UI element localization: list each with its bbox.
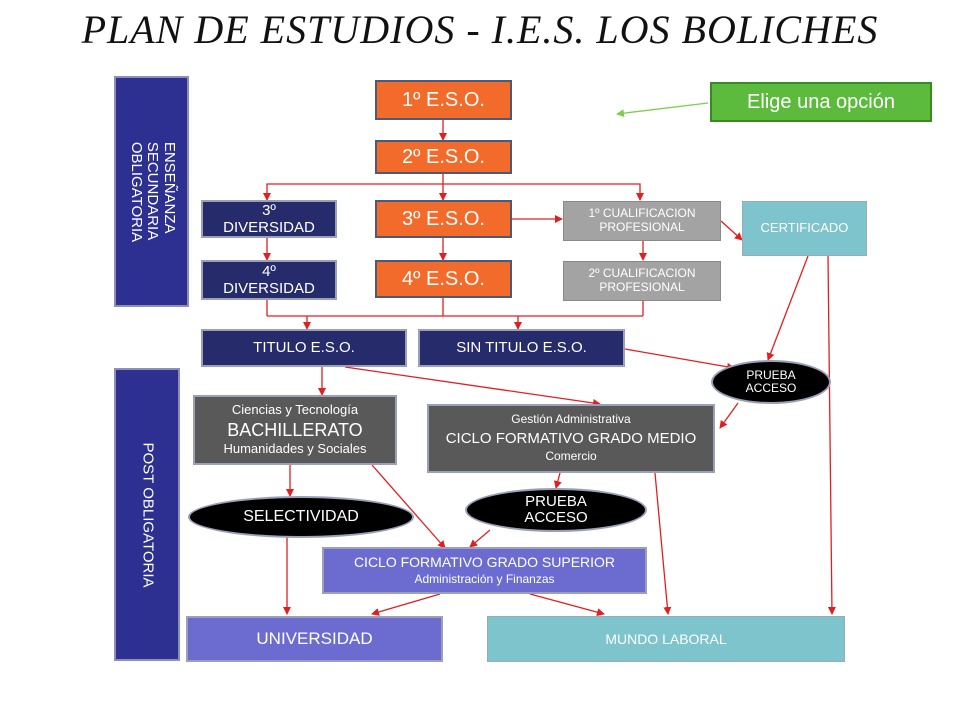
universidad-box[interactable]: UNIVERSIDAD	[186, 616, 443, 662]
diversidad-3-number: 3º	[262, 201, 276, 219]
sin-titulo-eso-label: SIN TITULO E.S.O.	[456, 339, 587, 357]
eso-3-label: 3º E.S.O.	[402, 207, 485, 230]
sidebar-label: POST OBLIGATORIA	[139, 441, 157, 588]
grado-medio-box[interactable]: Gestión Administrativa CICLO FORMATIVO G…	[427, 404, 715, 473]
bachillerato-line3: Humanidades y Sociales	[223, 441, 367, 457]
eso-4-label: 4º E.S.O.	[402, 267, 485, 290]
cualificacion-2-line2: PROFESIONAL	[599, 280, 685, 294]
prueba-acceso-2-line2: ACCESO	[524, 509, 588, 526]
diversidad-4-box[interactable]: 4º DIVERSIDAD	[201, 260, 337, 300]
bachillerato-line2: BACHILLERATO	[227, 419, 363, 440]
cualificacion-1-box[interactable]: 1º CUALIFICACION PROFESIONAL	[563, 201, 721, 241]
prueba-acceso-oval[interactable]: PRUEBA ACCESO	[711, 360, 831, 404]
grado-superior-box[interactable]: CICLO FORMATIVO GRADO SUPERIOR Administr…	[322, 547, 647, 594]
diversidad-4-number: 4º	[262, 262, 276, 280]
eso-2-box[interactable]: 2º E.S.O.	[375, 140, 512, 174]
sidebar-post-obligatoria: POST OBLIGATORIA	[114, 368, 180, 661]
sidebar-line: ENSEÑANZA	[160, 141, 178, 234]
titulo-eso-box[interactable]: TITULO E.S.O.	[201, 329, 407, 367]
cualificacion-2-line1: 2º CUALIFICACION	[588, 266, 696, 281]
prueba-acceso-oval-2[interactable]: PRUEBA ACCESO	[465, 488, 647, 532]
eso-1-label: 1º E.S.O.	[402, 88, 485, 111]
certificado-box[interactable]: CERTIFICADO	[742, 201, 867, 256]
grado-medio-line1: Gestión Administrativa	[511, 412, 631, 427]
page-title: PLAN DE ESTUDIOS - I.E.S. LOS BOLICHES	[81, 7, 879, 52]
cualificacion-1-line2: PROFESIONAL	[599, 220, 685, 234]
grado-medio-line2: CICLO FORMATIVO GRADO MEDIO	[445, 429, 697, 447]
prueba-acceso-line2: ACCESO	[745, 381, 797, 395]
choose-option-button[interactable]: Elige una opción	[710, 82, 932, 122]
mundo-laboral-box[interactable]: MUNDO LABORAL	[487, 616, 845, 662]
universidad-label: UNIVERSIDAD	[256, 629, 373, 649]
sidebar-line: SECUNDARIA	[143, 141, 161, 240]
cualificacion-2-box[interactable]: 2º CUALIFICACION PROFESIONAL	[563, 261, 721, 301]
bachillerato-line1: Ciencias y Tecnología	[231, 401, 359, 417]
eso-3-box[interactable]: 3º E.S.O.	[375, 200, 512, 238]
sidebar-line: OBLIGATORIA	[127, 141, 145, 242]
eso-2-label: 2º E.S.O.	[402, 145, 485, 168]
prueba-acceso-line1: PRUEBA	[746, 367, 796, 382]
diversidad-4-label: DIVERSIDAD	[223, 280, 315, 297]
diversidad-3-box[interactable]: 3º DIVERSIDAD	[201, 200, 337, 238]
grado-medio-line3: Comercio	[545, 449, 597, 464]
prueba-acceso-2-line1: PRUEBA	[525, 492, 587, 510]
sidebar-secundaria-obligatoria: ENSEÑANZA SECUNDARIA OBLIGATORIA	[114, 76, 189, 307]
bachillerato-box[interactable]: Ciencias y Tecnología BACHILLERATO Human…	[193, 395, 397, 465]
cualificacion-1-line1: 1º CUALIFICACION	[588, 206, 696, 221]
eso-4-box[interactable]: 4º E.S.O.	[375, 260, 512, 298]
certificado-label: CERTIFICADO	[760, 220, 849, 236]
mundo-laboral-label: MUNDO LABORAL	[605, 630, 727, 647]
sin-titulo-eso-box[interactable]: SIN TITULO E.S.O.	[418, 329, 625, 367]
selectividad-oval[interactable]: SELECTIVIDAD	[188, 496, 414, 538]
grado-superior-line2: Administración y Finanzas	[414, 572, 555, 587]
eso-1-box[interactable]: 1º E.S.O.	[375, 80, 512, 120]
titulo-eso-label: TITULO E.S.O.	[253, 339, 355, 357]
grado-superior-line1: CICLO FORMATIVO GRADO SUPERIOR	[353, 554, 616, 571]
selectividad-label: SELECTIVIDAD	[243, 508, 359, 526]
diversidad-3-label: DIVERSIDAD	[223, 219, 315, 236]
choose-option-label: Elige una opción	[747, 90, 895, 113]
